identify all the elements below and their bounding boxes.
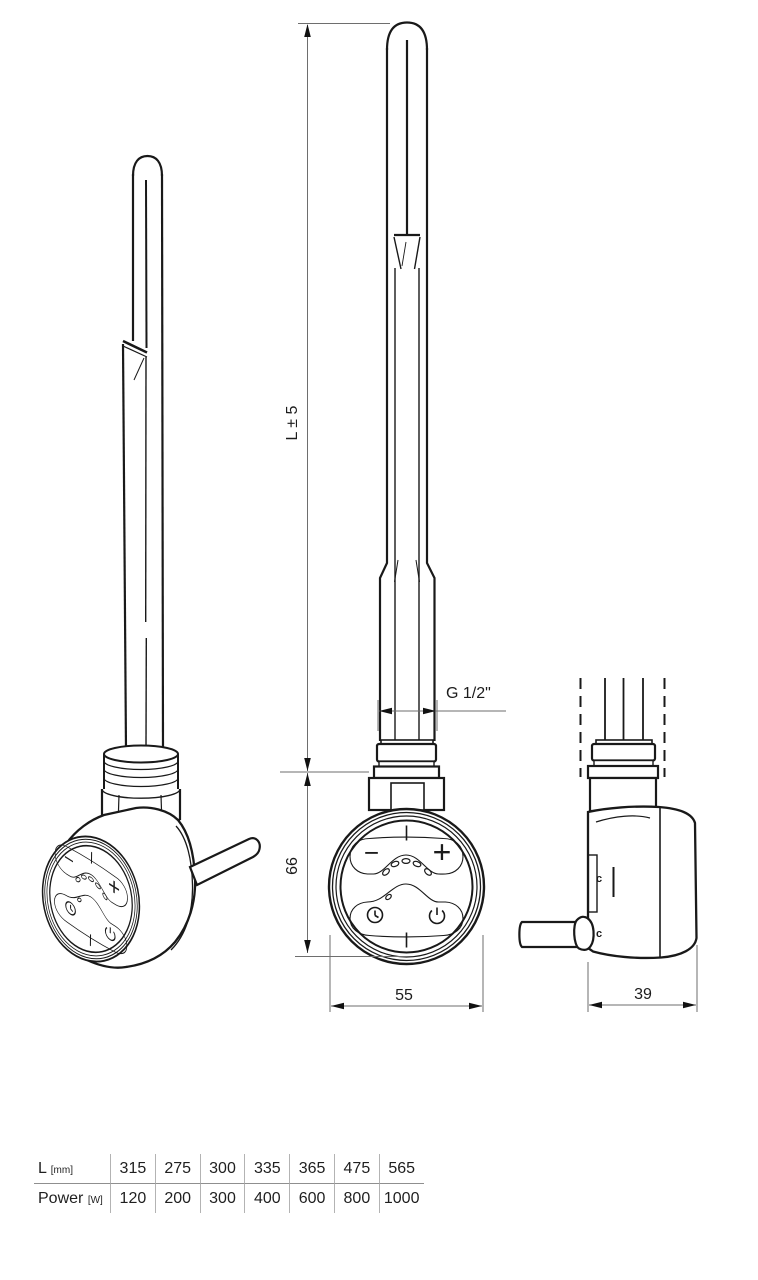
tube-top <box>385 21 429 51</box>
perspective-view <box>30 154 261 972</box>
dim-length: L ± 5 <box>284 23 390 771</box>
dim-thread: G 1/2" <box>377 685 506 731</box>
length-value: 475 <box>333 1154 379 1184</box>
length-value: 275 <box>154 1154 200 1184</box>
spec-table: L [mm] 315 275 300 335 365 475 565 Power… <box>34 1154 424 1213</box>
length-value: 315 <box>110 1154 155 1184</box>
length-value: 365 <box>289 1154 334 1184</box>
power-value: 1000 <box>378 1184 424 1213</box>
dim-thread-label: G 1/2" <box>446 685 491 702</box>
power-row-label: Power [W] <box>38 1190 103 1207</box>
tube-top <box>131 154 164 177</box>
dim-head-width: 55 <box>329 935 484 1012</box>
head-body <box>586 805 698 960</box>
power-value: 600 <box>289 1184 334 1213</box>
power-cable <box>188 837 261 887</box>
side-view: c c <box>518 678 698 960</box>
power-value: 120 <box>110 1184 155 1213</box>
power-value: 200 <box>154 1184 200 1213</box>
length-value: 565 <box>378 1154 424 1184</box>
dim-head-height: 66 <box>280 771 406 957</box>
power-value: 300 <box>199 1184 245 1213</box>
side-slot <box>587 854 598 913</box>
heating-element-drawing: − + <box>30 21 698 1012</box>
element-break <box>122 339 148 354</box>
dim-head-width-label: 55 <box>395 987 413 1004</box>
power-cable <box>518 920 579 949</box>
front-view <box>327 21 486 966</box>
dim-length-label: L ± 5 <box>284 405 301 440</box>
dim-head-depth-label: 39 <box>634 986 652 1003</box>
fitting-nut <box>367 739 446 812</box>
dim-head-depth: 39 <box>587 945 698 1012</box>
power-value: 800 <box>333 1184 379 1213</box>
side-marking-top: c <box>596 873 602 885</box>
power-value: 400 <box>244 1184 289 1213</box>
dim-head-height-label: 66 <box>284 857 301 875</box>
side-marking-bottom: c <box>596 928 602 940</box>
length-row-label: L [mm] <box>34 1154 110 1184</box>
cable-boss <box>573 915 595 951</box>
length-value: 335 <box>244 1154 290 1184</box>
length-value: 300 <box>199 1154 245 1184</box>
fitting-nut <box>586 739 660 813</box>
dimension-annotations: L ± 5 66 G 1/2" <box>280 23 698 1012</box>
